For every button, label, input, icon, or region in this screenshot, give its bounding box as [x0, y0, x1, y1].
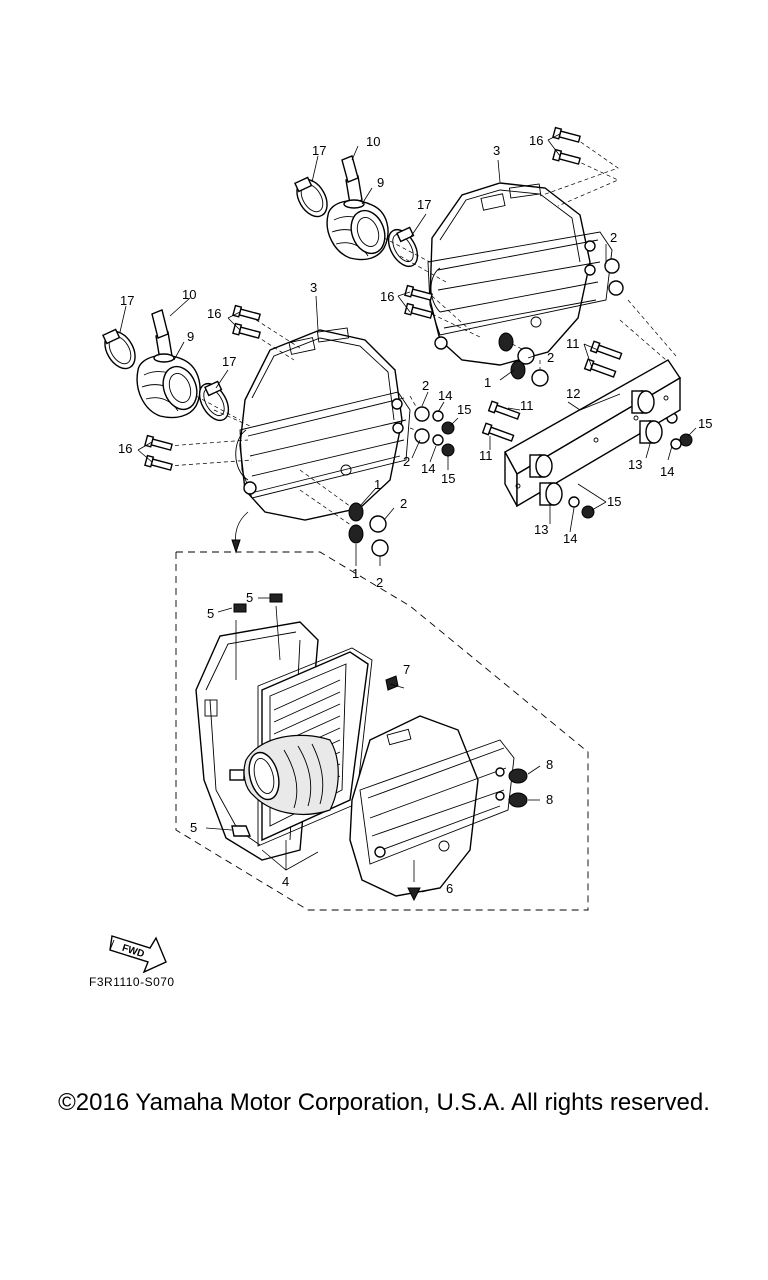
callout-5: 5 — [246, 590, 253, 605]
callout-1: 1 — [374, 477, 381, 492]
callout-4: 4 — [282, 874, 289, 889]
callout-6: 6 — [446, 881, 453, 896]
callout-1: 1 — [352, 566, 359, 581]
callout-16: 16 — [529, 133, 543, 148]
callout-2: 2 — [610, 230, 617, 245]
callout-14: 14 — [438, 388, 452, 403]
callout-13: 13 — [534, 522, 548, 537]
air-box-front — [231, 327, 411, 554]
callout-17: 17 — [120, 293, 134, 308]
mounting-plate — [481, 299, 681, 508]
callout-16: 16 — [118, 441, 132, 456]
callout-7: 7 — [403, 662, 410, 677]
copyright-notice: ©2016 Yamaha Motor Corporation, U.S.A. A… — [58, 1089, 710, 1116]
callout-17: 17 — [222, 354, 236, 369]
callout-9: 9 — [377, 175, 384, 190]
callout-2: 2 — [403, 454, 410, 469]
callout-11: 11 — [479, 448, 493, 463]
callout-2: 2 — [400, 496, 407, 511]
callout-11: 11 — [566, 336, 580, 351]
callout-15: 15 — [457, 402, 471, 417]
callout-leaders — [119, 133, 697, 893]
callout-10: 10 — [182, 287, 196, 302]
callout-5: 5 — [207, 606, 214, 621]
callout-labels: 10 17 9 17 3 16 2 16 2 1 11 10 17 9 17 3… — [118, 133, 712, 896]
callout-1: 1 — [484, 375, 491, 390]
callout-17: 17 — [417, 197, 431, 212]
callout-10: 10 — [366, 134, 380, 149]
callout-13: 13 — [628, 457, 642, 472]
callout-9: 9 — [187, 329, 194, 344]
callout-8: 8 — [546, 792, 553, 807]
fwd-arrow-icon: FWD — [109, 935, 167, 974]
grommets-collars — [348, 258, 624, 557]
callout-17: 17 — [312, 143, 326, 158]
callout-2: 2 — [547, 350, 554, 365]
bolts-16 — [144, 126, 581, 471]
callout-15: 15 — [698, 416, 712, 431]
callout-14: 14 — [563, 531, 577, 546]
callout-12: 12 — [566, 386, 580, 401]
callout-14: 14 — [660, 464, 674, 479]
callout-15: 15 — [441, 471, 455, 486]
air-box-rear — [427, 182, 613, 366]
callout-2: 2 — [376, 575, 383, 590]
figure-code: F3R1110-S070 — [89, 975, 175, 989]
callout-3: 3 — [310, 280, 317, 295]
alignment-lines — [167, 137, 619, 531]
callout-15: 15 — [607, 494, 621, 509]
air-box-body — [349, 715, 515, 897]
callout-16: 16 — [380, 289, 394, 304]
callout-16: 16 — [207, 306, 221, 321]
detail-frame — [175, 551, 589, 911]
intake-hose-rear — [294, 155, 419, 268]
callout-3: 3 — [493, 143, 500, 158]
filter-seal — [257, 647, 373, 847]
callout-2: 2 — [422, 378, 429, 393]
callout-5: 5 — [190, 820, 197, 835]
intake-hose-front — [102, 309, 230, 422]
detail-fasteners — [231, 593, 528, 902]
callout-14: 14 — [421, 461, 435, 476]
intake-duct — [243, 734, 339, 816]
callout-8: 8 — [546, 757, 553, 772]
callout-11: 11 — [520, 398, 534, 413]
